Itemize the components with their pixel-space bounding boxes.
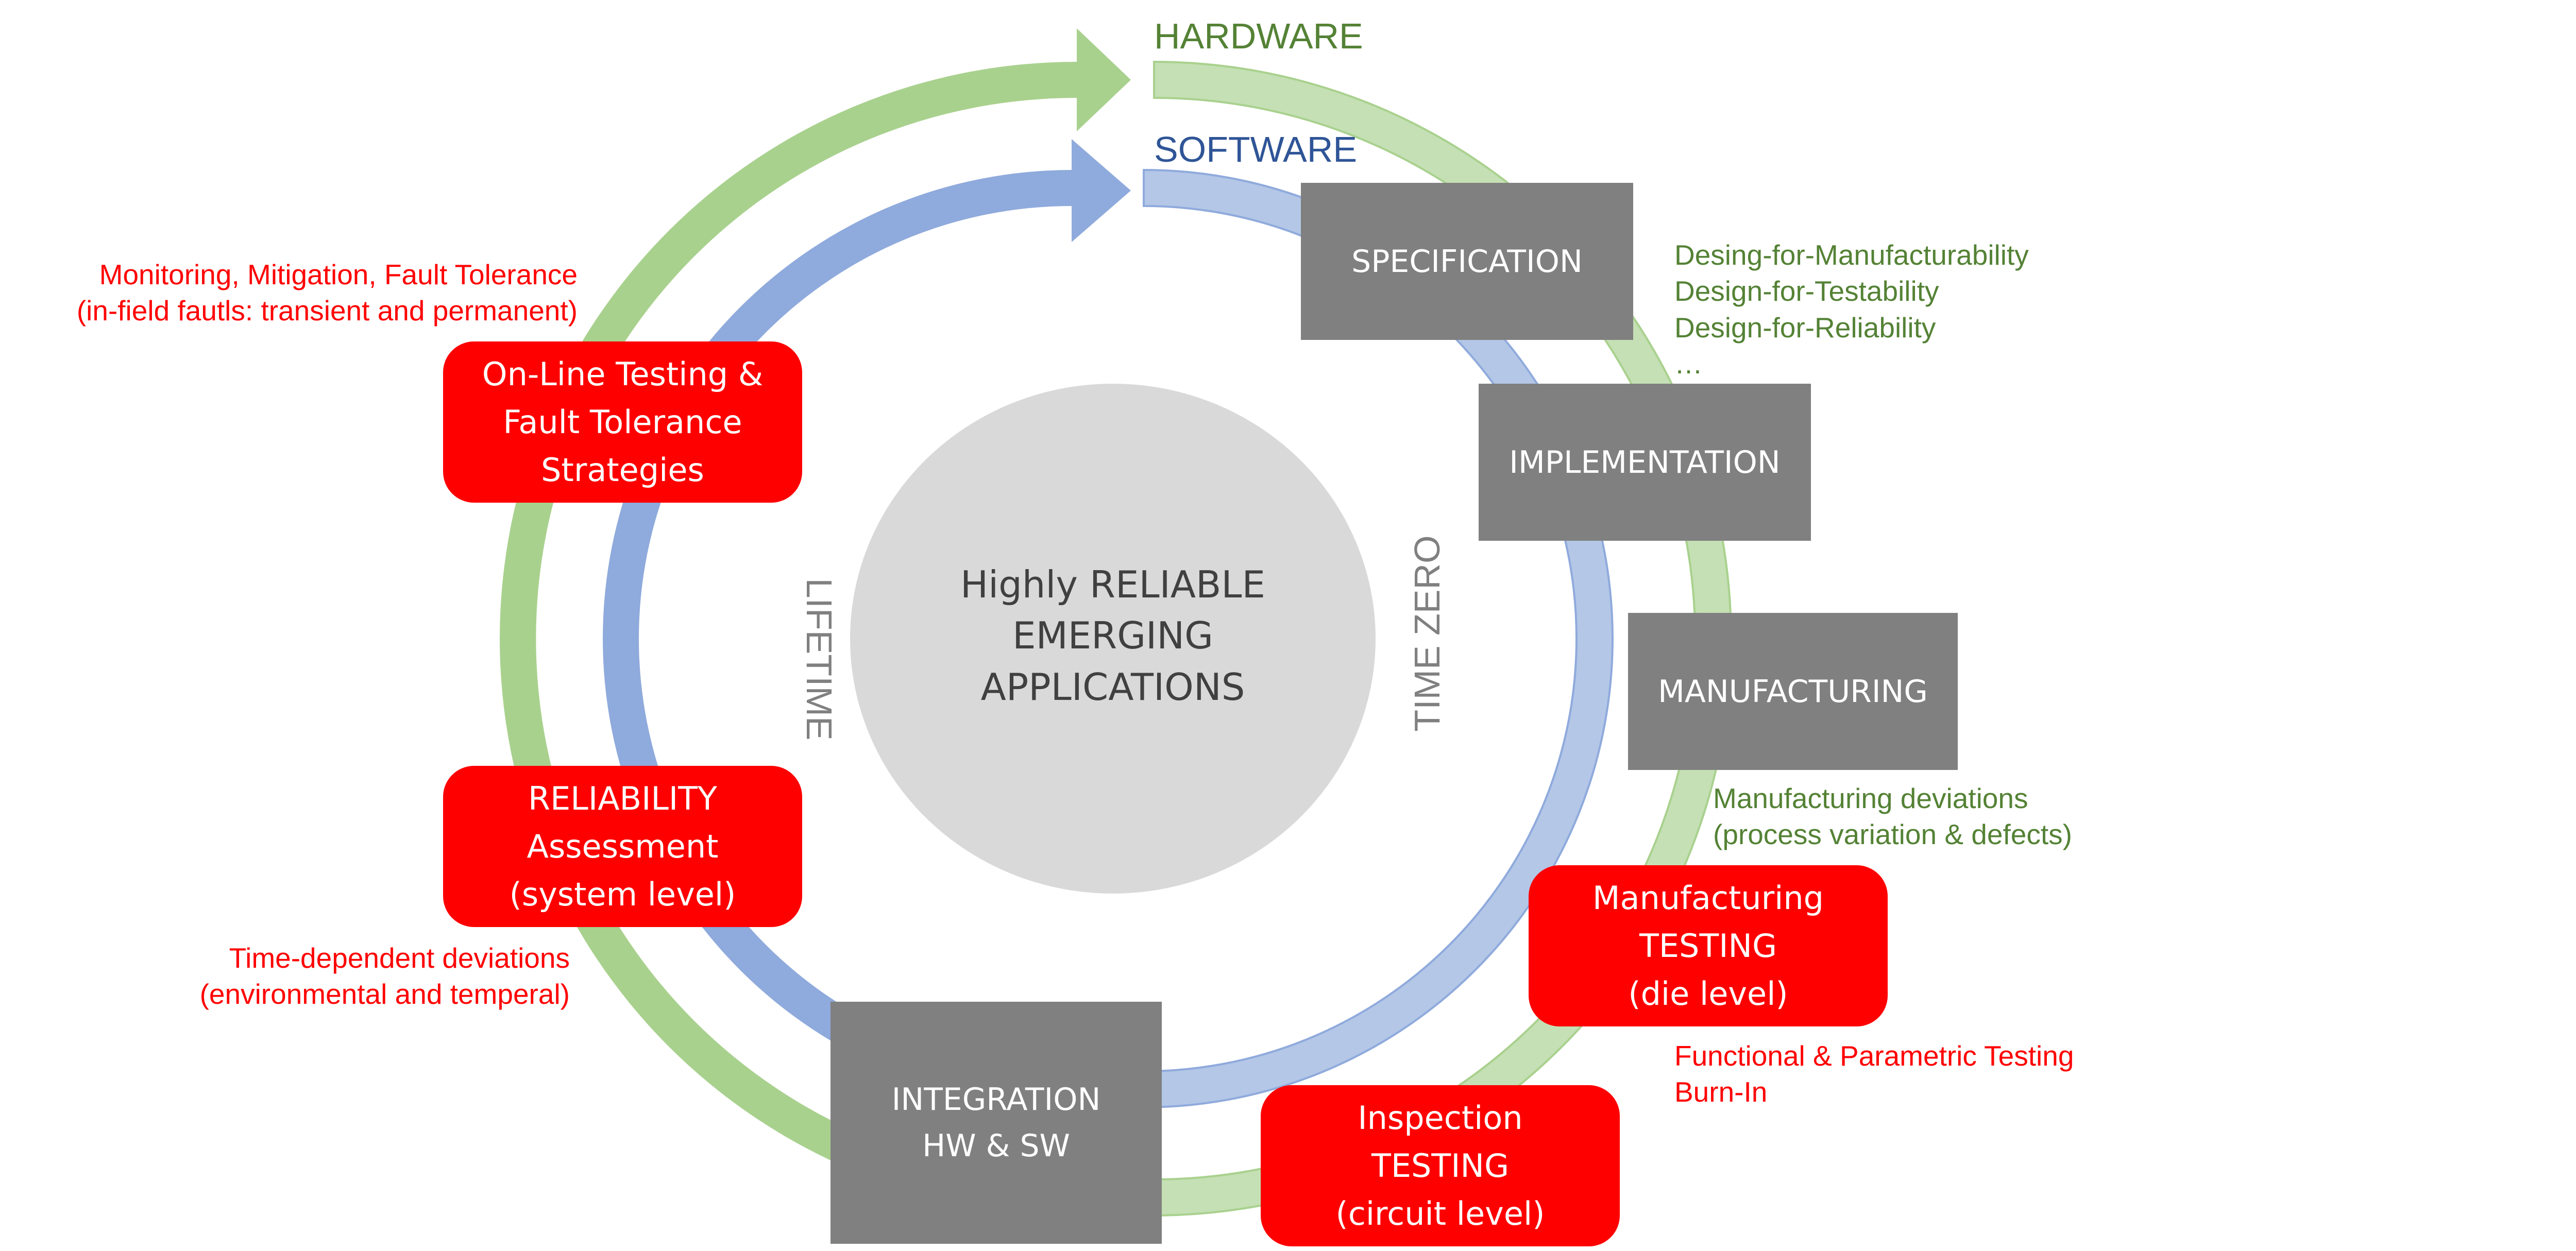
online-testing-line-2: Fault Tolerance xyxy=(503,403,742,441)
hardware-ring-label: HARDWARE xyxy=(1154,16,1363,56)
integration-label-line-2: HW & SW xyxy=(922,1128,1070,1164)
center-title-line-1: Highly RELIABLE xyxy=(960,562,1266,606)
center-title: Highly RELIABLE EMERGING APPLICATIONS xyxy=(850,381,1376,891)
manufacturing-deviations-line-2: (process variation & defects) xyxy=(1713,818,2072,851)
implementation-label: IMPLEMENTATION xyxy=(1509,444,1781,481)
design-for-line-4: … xyxy=(1674,348,1703,380)
online-testing-box: On-Line Testing & Fault Tolerance Strate… xyxy=(443,341,802,503)
time-zero-label: TIME ZERO xyxy=(1407,535,1447,732)
inspection-testing-line-1: Inspection xyxy=(1358,1099,1523,1137)
design-for-line-1: Desing-for-Manufacturability xyxy=(1674,239,2029,271)
specification-box: SPECIFICATION xyxy=(1301,183,1633,340)
software-ring-label: SOFTWARE xyxy=(1154,129,1358,169)
functional-testing-line-1: Functional & Parametric Testing xyxy=(1674,1040,2074,1072)
reliability-line-3: (system level) xyxy=(509,876,736,913)
reliability-assessment-box: RELIABILITY Assessment (system level) xyxy=(443,766,802,927)
functional-testing-line-2: Burn-In xyxy=(1674,1076,1768,1108)
time-dependent-annotation: Time-dependent deviations (environmental… xyxy=(200,940,570,1013)
functional-testing-annotation: Functional & Parametric Testing Burn-In xyxy=(1674,1038,2074,1110)
design-for-line-3: Design-for-Reliability xyxy=(1674,311,1936,344)
reliability-line-2: Assessment xyxy=(527,828,719,865)
lifetime-label: LIFETIME xyxy=(799,578,839,741)
time-dependent-line-2: (environmental and temperal) xyxy=(199,978,570,1010)
manufacturing-deviations-line-1: Manufacturing deviations xyxy=(1713,782,2028,814)
implementation-box: IMPLEMENTATION xyxy=(1479,384,1811,541)
manufacturing-testing-line-2: TESTING xyxy=(1639,927,1777,965)
inspection-testing-box: Inspection TESTING (circuit level) xyxy=(1261,1085,1620,1246)
manufacturing-testing-box: Manufacturing TESTING (die level) xyxy=(1529,865,1888,1026)
monitoring-line-1: Monitoring, Mitigation, Fault Tolerance xyxy=(99,259,578,290)
manufacturing-deviations-annotation: Manufacturing deviations (process variat… xyxy=(1713,780,2072,853)
center-circle xyxy=(850,384,1376,894)
manufacturing-testing-line-1: Manufacturing xyxy=(1592,879,1824,917)
integration-label-line-1: INTEGRATION xyxy=(891,1082,1101,1118)
integration-box: INTEGRATION HW & SW xyxy=(831,1002,1162,1244)
online-testing-line-3: Strategies xyxy=(541,451,704,489)
software-ring-lifetime-arrow xyxy=(603,139,1131,1107)
manufacturing-label: MANUFACTURING xyxy=(1658,673,1928,710)
monitoring-annotation: Monitoring, Mitigation, Fault Tolerance … xyxy=(77,256,578,329)
center-title-line-2: EMERGING xyxy=(1012,614,1213,658)
specification-label: SPECIFICATION xyxy=(1351,243,1583,280)
manufacturing-testing-line-3: (die level) xyxy=(1628,975,1788,1013)
inspection-testing-line-2: TESTING xyxy=(1371,1147,1509,1185)
center-title-line-3: APPLICATIONS xyxy=(980,665,1245,709)
design-for-line-2: Design-for-Testability xyxy=(1674,275,1939,307)
design-for-annotation: Desing-for-Manufacturability Design-for-… xyxy=(1674,237,2029,382)
monitoring-line-2: (in-field fautls: transient and permanen… xyxy=(76,295,578,327)
time-dependent-line-1: Time-dependent deviations xyxy=(229,942,570,974)
inspection-testing-line-3: (circuit level) xyxy=(1335,1195,1545,1232)
manufacturing-box: MANUFACTURING xyxy=(1628,613,1958,770)
online-testing-line-1: On-Line Testing & xyxy=(482,355,764,393)
reliability-line-1: RELIABILITY xyxy=(528,780,717,817)
